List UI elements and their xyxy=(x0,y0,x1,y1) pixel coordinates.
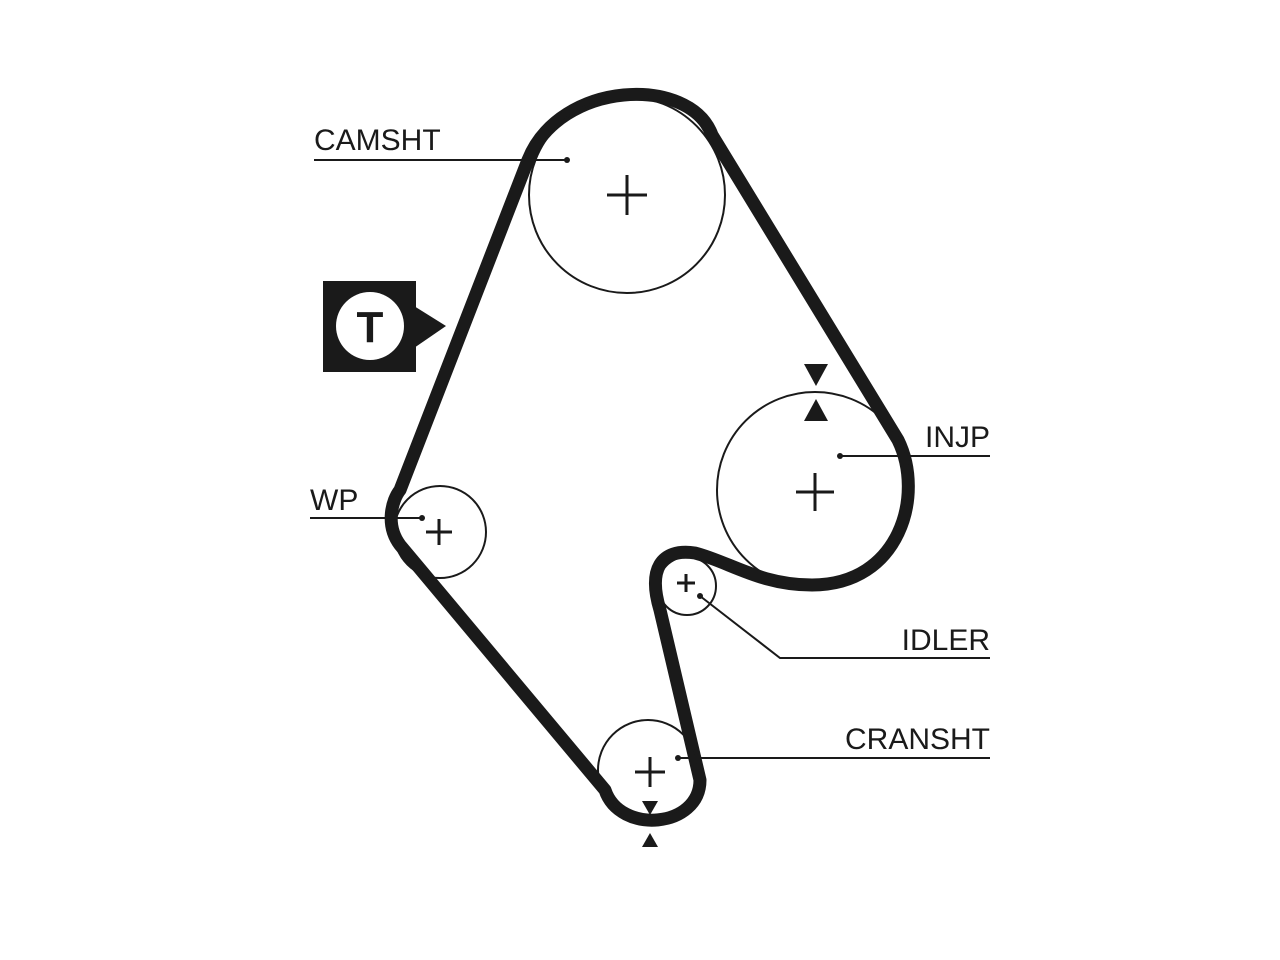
idler-pulley xyxy=(657,556,717,616)
idler-label: IDLER xyxy=(902,624,990,657)
water-pump-label: WP xyxy=(310,484,358,517)
crankshaft-timing-mark-bottom-icon xyxy=(642,833,658,847)
tensioner-badge-icon: T xyxy=(323,281,446,372)
injection-pump-label: INJP xyxy=(925,421,990,454)
idler-leader-line xyxy=(699,595,990,659)
injection-pump-timing-mark-top-icon xyxy=(804,364,828,386)
timing-belt xyxy=(384,88,915,827)
water-pump-pulley xyxy=(393,485,487,579)
crankshaft-timing-mark-top-icon xyxy=(642,801,658,815)
injection-pump-pulley xyxy=(716,391,914,589)
camshaft-pulley xyxy=(528,96,726,294)
injection-pump-timing-mark-bottom-icon xyxy=(804,399,828,421)
crankshaft-label: CRANSHT xyxy=(845,723,990,756)
crankshaft-pulley xyxy=(597,719,699,821)
camshaft-label: CAMSHT xyxy=(314,124,441,157)
tensioner-letter: T xyxy=(357,303,384,352)
